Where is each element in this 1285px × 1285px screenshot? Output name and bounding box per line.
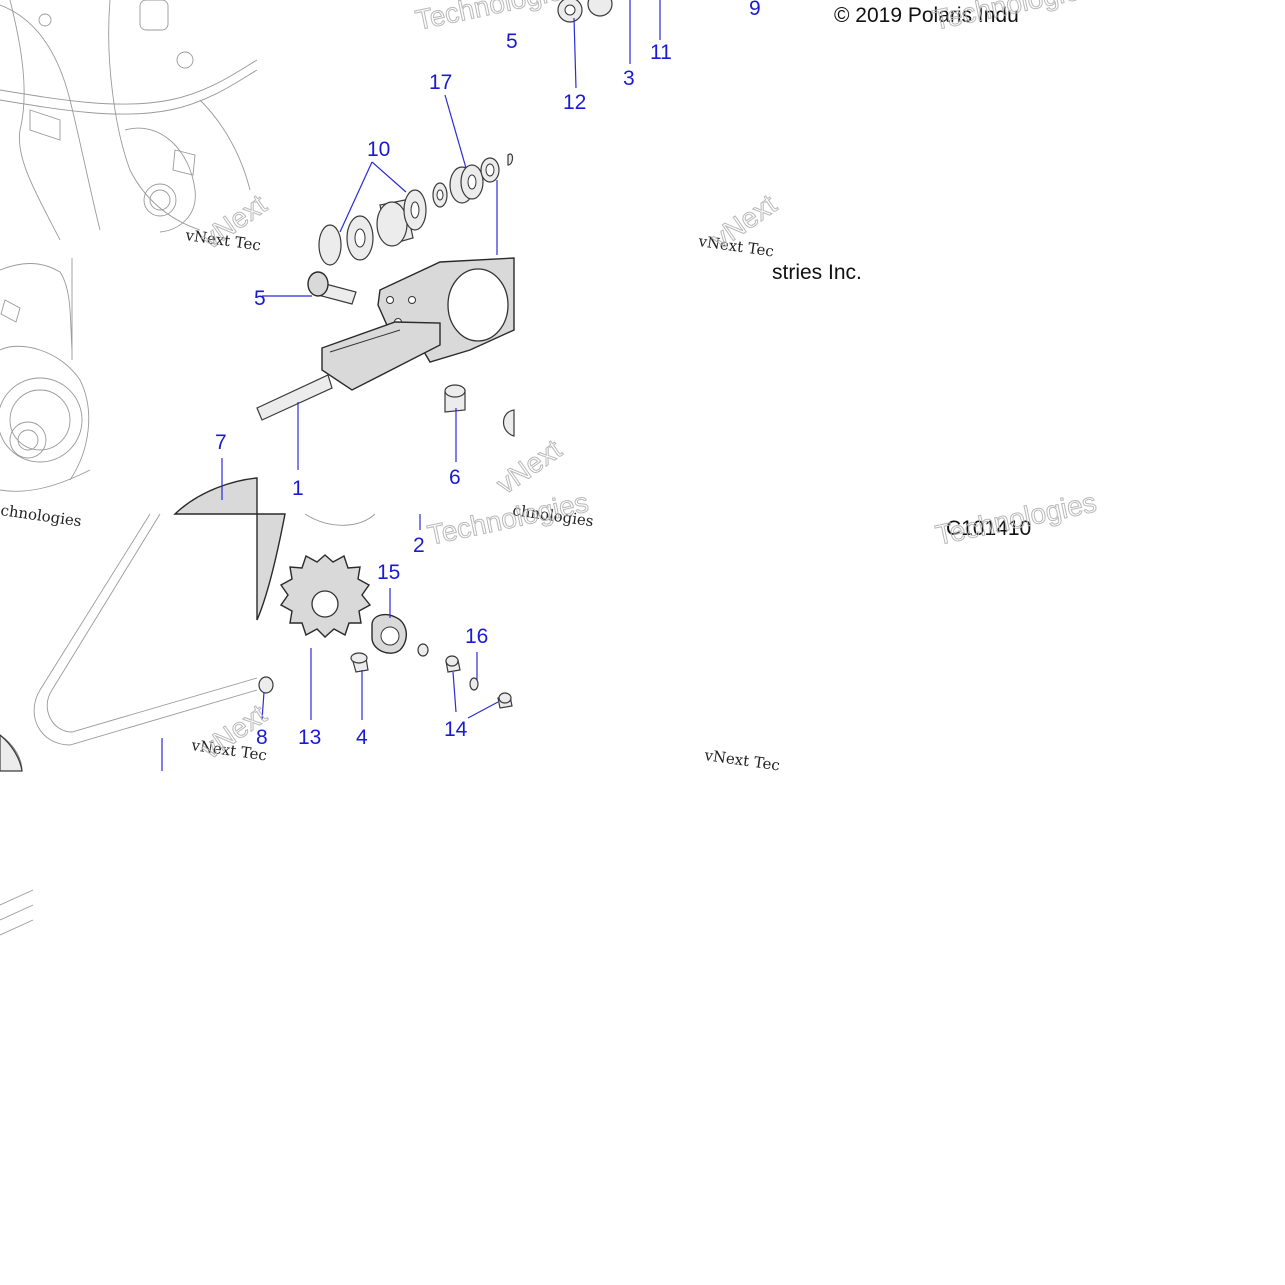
washer-small [432,182,448,208]
spacer-stack [318,153,514,266]
callout-7: 7 [215,431,227,454]
callout-5: 5 [506,30,518,53]
watermark-technologies-1: chnologies [0,501,83,530]
washer-large-2 [376,189,427,247]
callout-1: 1 [292,477,304,500]
adjuster-rod [256,321,441,421]
watermark-big-4: Technologies [933,487,1099,551]
engine-case-sketch [0,0,258,241]
watermarks: vNext Tec vNext Tec vNext Tec vNext Tec … [0,0,1100,775]
callout-14: 14 [444,718,468,741]
callout-5-lower: 5 [254,287,266,310]
bolt [307,271,357,305]
spacer-6 [444,384,466,413]
pin-8 [258,676,274,694]
callout-10: 10 [367,138,390,161]
chain-adjuster-assembly [256,257,515,437]
callout-4: 4 [356,726,368,749]
watermark-big-3: Technologies [930,0,1096,36]
plate-7 [173,477,258,515]
sprocket-assembly [0,477,513,772]
bushing-small [480,157,500,183]
callout-16: 16 [465,625,488,648]
bushings-top [557,0,613,23]
callout-17: 17 [429,71,452,94]
callout-2: 2 [413,534,425,557]
callout-9: 9 [749,0,761,20]
watermark-big-6: vNext [491,433,568,500]
callout-6: 6 [449,466,461,489]
watermark-vnext-4: vNext Tec [702,746,781,775]
leader-lines [161,0,661,771]
gearcase-sketch [0,258,91,492]
washer-15 [417,643,429,657]
captions: © 2019 Polaris Indu stries Inc. C101410 [772,4,1031,540]
washer-16 [469,677,479,691]
bolt-14b [497,692,513,709]
bolt-4 [350,652,369,673]
spacer-17 [449,164,484,204]
callout-labels: 9 11 3 12 5 17 10 7 1 6 2 15 16 13 4 14 … [215,0,761,749]
callout-11: 11 [650,41,672,64]
diagram-code: C101410 [946,517,1031,540]
watermark-big-1: Technologies [413,0,579,36]
callout-15: 15 [377,561,400,584]
callout-13: 13 [298,726,321,749]
callout-12: 12 [563,91,586,114]
housing-edge [256,513,286,621]
copyright-text: © 2019 Polaris Indu [834,4,1019,27]
washer-large-1 [318,215,374,266]
bolt-14a [445,655,461,673]
callout-8: 8 [256,726,268,749]
callout-3: 3 [623,67,635,90]
copyright-tail-text: stries Inc. [772,261,862,284]
lock-plate [371,613,407,654]
sprocket [279,554,372,638]
